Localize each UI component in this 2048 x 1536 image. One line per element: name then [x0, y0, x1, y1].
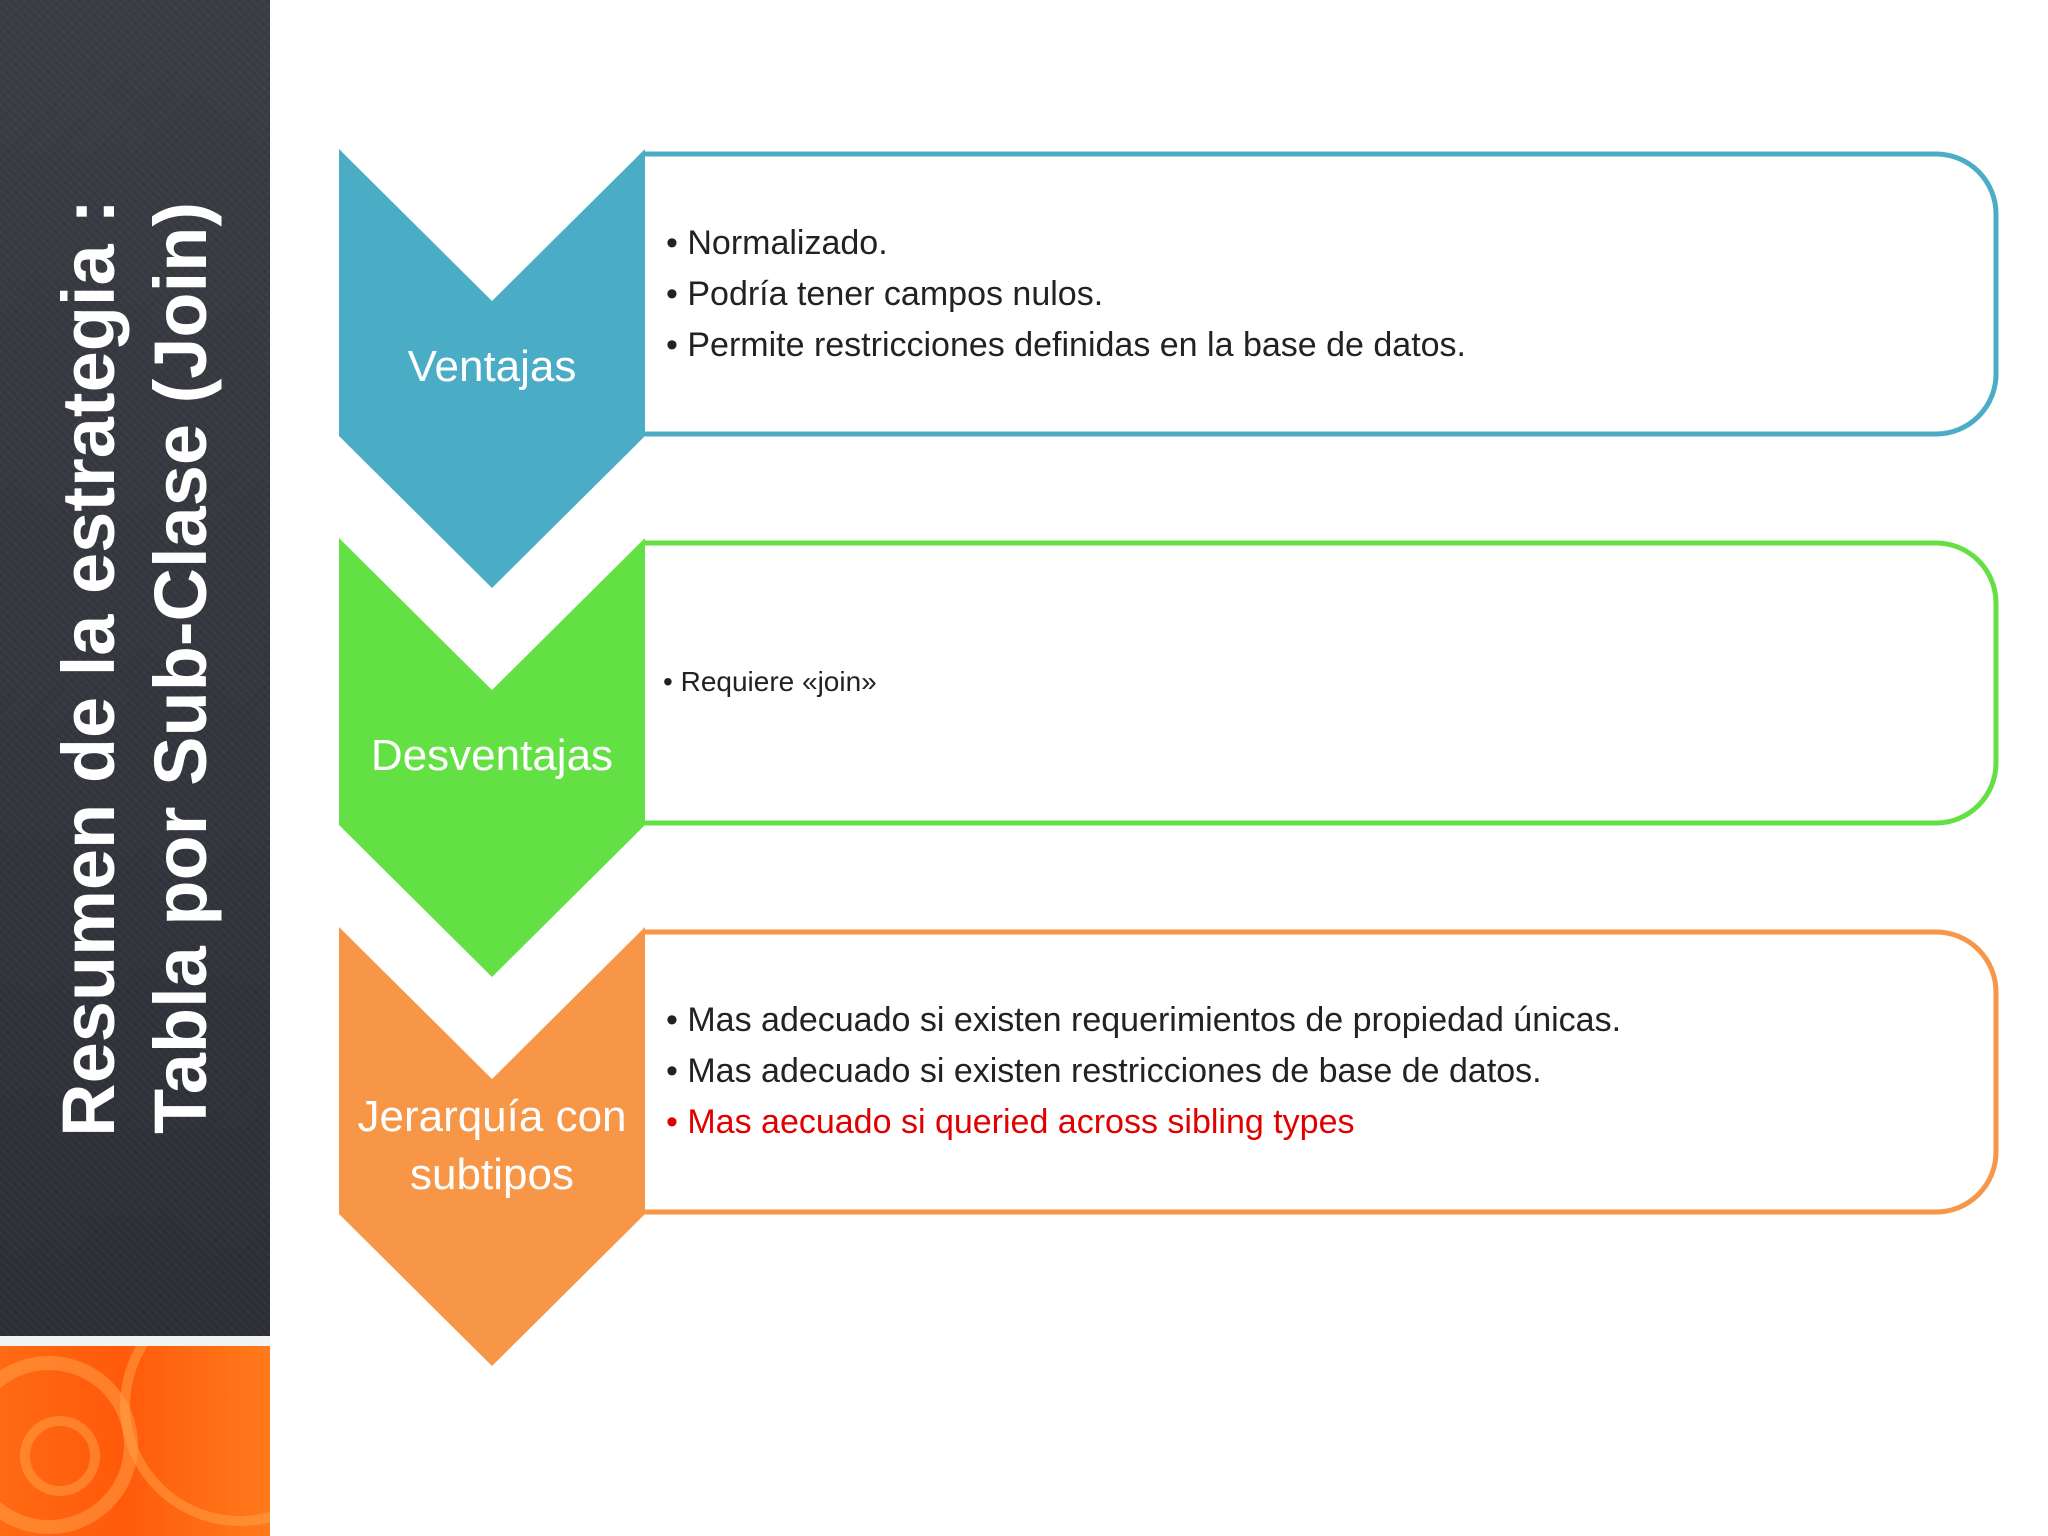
jerarquia-list: Mas adecuado si existen requerimientos d…	[666, 995, 1621, 1148]
ventajas-chevron	[339, 149, 645, 588]
desventajas-chevron	[339, 538, 645, 977]
list-item: Mas adecuado si existen restricciones de…	[666, 1046, 1621, 1097]
ventajas-label: Ventajas	[407, 342, 577, 391]
decorative-ring	[20, 1416, 100, 1496]
desventajas-box	[645, 540, 1999, 826]
desventajas-list: Requiere «join»	[663, 662, 877, 702]
list-item: Podría tener campos nulos.	[666, 269, 1466, 320]
list-item-highlighted: Mas aecuado si queried across sibling ty…	[666, 1097, 1621, 1148]
list-item: Normalizado.	[666, 218, 1466, 269]
ventajas-list: Normalizado. Podría tener campos nulos. …	[666, 218, 1466, 371]
sidebar-divider	[0, 1336, 270, 1346]
list-item: Requiere «join»	[663, 662, 877, 702]
sidebar-orange-accent	[0, 1346, 270, 1536]
jerarquia-label-line2: subtipos	[410, 1150, 574, 1199]
list-item: Mas adecuado si existen requerimientos d…	[666, 995, 1621, 1046]
sidebar-panel	[0, 0, 270, 1336]
jerarquia-chevron	[339, 927, 645, 1366]
list-item: Permite restricciones definidas en la ba…	[666, 320, 1466, 371]
desventajas-label: Desventajas	[370, 731, 614, 780]
jerarquia-label: Jerarquía con subtipos	[332, 1088, 652, 1204]
jerarquia-label-line1: Jerarquía con	[357, 1092, 627, 1141]
